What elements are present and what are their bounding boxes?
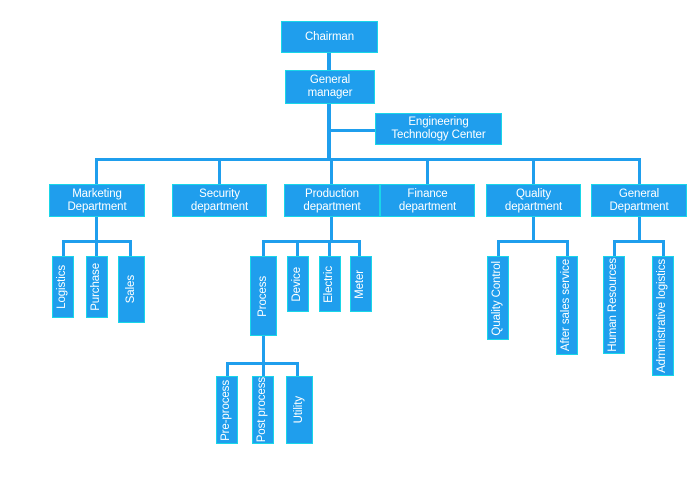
connector-drop-purchase [95, 240, 98, 256]
node-pre-process[interactable]: Pre-process [216, 376, 238, 444]
connector-drop-human-resources [613, 240, 616, 256]
connector-drop-device [296, 240, 299, 256]
connector-drop-production [330, 158, 333, 184]
connector-drop-meter [358, 240, 361, 256]
connector-drop-security [218, 158, 221, 184]
node-pre-process-label: Pre-process [220, 379, 233, 441]
connector-drop-electric [328, 240, 331, 256]
connector-quality-stem [532, 216, 535, 240]
node-general-department[interactable]: General Department [591, 184, 687, 217]
node-administrative-logistics-label: Administrative logistics [656, 259, 669, 373]
node-process-label: Process [256, 275, 269, 317]
node-after-sales-service[interactable]: After sales service [556, 256, 578, 355]
node-after-sales-service-label: After sales service [560, 259, 573, 352]
node-chairman[interactable]: Chairman [281, 21, 378, 53]
connector-drop-sales [129, 240, 132, 256]
node-device[interactable]: Device [287, 256, 309, 312]
connector-production-bar [262, 240, 361, 243]
node-electric[interactable]: Electric [319, 256, 341, 312]
connector-gm-to-etc [327, 129, 375, 132]
node-process[interactable]: Process [250, 256, 277, 336]
connector-general-stem [638, 216, 641, 240]
connector-chairman-to-gm [327, 52, 331, 70]
connector-trunk-bar [95, 158, 641, 161]
node-logistics-label: Logistics [56, 265, 69, 309]
node-quality-department[interactable]: Quality department [486, 184, 581, 217]
node-utility-label: Utility [292, 396, 305, 424]
connector-drop-admin-logistics [662, 240, 665, 256]
connector-drop-quality [532, 158, 535, 184]
node-engineering-technology-center[interactable]: Engineering Technology Center [375, 113, 502, 145]
node-post-process[interactable]: Post process [252, 376, 274, 444]
node-human-resources-label: Human Resources [607, 258, 620, 352]
node-purchase-label: Purchase [90, 263, 103, 311]
node-security-department[interactable]: Security department [172, 184, 267, 217]
connector-drop-logistics [62, 240, 65, 256]
node-meter-label: Meter [354, 269, 367, 299]
connector-quality-bar [497, 240, 569, 243]
connector-production-stem [330, 216, 333, 240]
node-finance-department[interactable]: Finance department [380, 184, 475, 217]
node-administrative-logistics[interactable]: Administrative logistics [652, 256, 674, 376]
node-purchase[interactable]: Purchase [86, 256, 108, 318]
connector-drop-quality-control [497, 240, 500, 256]
connector-drop-general [638, 158, 641, 184]
connector-drop-post-process [262, 362, 265, 376]
node-electric-label: Electric [323, 265, 336, 303]
node-post-process-label: Post process [256, 377, 269, 443]
connector-drop-process [262, 240, 265, 256]
node-meter[interactable]: Meter [350, 256, 372, 312]
connector-drop-after-sales [566, 240, 569, 256]
connector-drop-pre-process [226, 362, 229, 376]
node-utility[interactable]: Utility [286, 376, 313, 444]
connector-drop-utility [296, 362, 299, 376]
node-human-resources[interactable]: Human Resources [603, 256, 625, 354]
node-production-department[interactable]: Production department [284, 184, 380, 217]
node-logistics[interactable]: Logistics [52, 256, 74, 318]
connector-drop-finance [426, 158, 429, 184]
node-sales-label: Sales [124, 275, 137, 304]
node-marketing-department[interactable]: Marketing Department [49, 184, 145, 217]
connector-general-bar [613, 240, 665, 243]
node-device-label: Device [291, 266, 304, 302]
node-sales[interactable]: Sales [118, 256, 145, 323]
connector-process-stem [262, 336, 265, 362]
connector-marketing-stem [95, 216, 98, 240]
node-quality-control[interactable]: Quality Control [487, 256, 509, 340]
node-general-manager[interactable]: General manager [285, 70, 375, 104]
connector-drop-marketing [95, 158, 98, 184]
node-quality-control-label: Quality Control [491, 260, 504, 336]
